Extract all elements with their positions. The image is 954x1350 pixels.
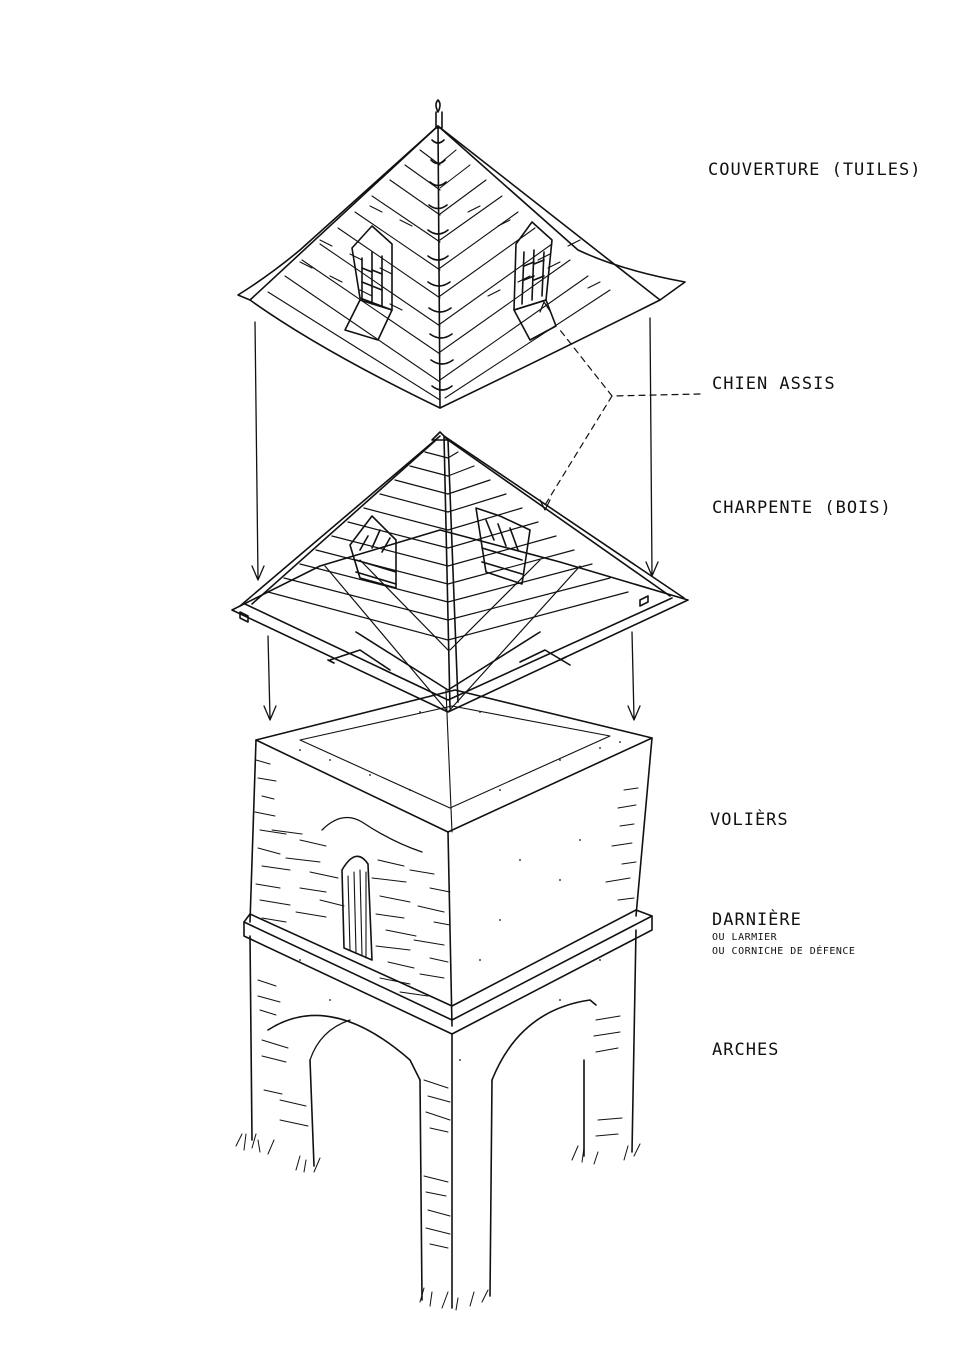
label-chien-assis: CHIEN ASSIS xyxy=(712,374,836,394)
dormer-right xyxy=(514,222,556,340)
label-darniere-sub1: OU LARMIER xyxy=(712,932,778,943)
label-volieres: VOLIÈRS xyxy=(710,810,789,830)
voliere-block xyxy=(250,690,652,1061)
label-couverture: COUVERTURE (TUILES) xyxy=(708,160,922,180)
explode-arrows xyxy=(252,318,658,720)
label-arches: ARCHES xyxy=(712,1040,780,1060)
stone-texture xyxy=(255,760,638,996)
label-charpente: CHARPENTE (BOIS) xyxy=(712,498,892,518)
label-darniere: DARNIÈRE xyxy=(712,910,802,930)
voliere-opening xyxy=(322,818,422,961)
roof-timber-frame xyxy=(232,432,688,712)
dormer-left xyxy=(345,226,392,340)
grass-tufts xyxy=(236,1134,640,1310)
arches-base xyxy=(236,930,640,1310)
render-dots xyxy=(299,711,621,1061)
label-darniere-sub2: OU CORNICHE DE DÉFENCE xyxy=(712,946,856,957)
chien-assis-leaders xyxy=(545,330,700,505)
frame-dormer-right xyxy=(476,508,530,584)
tile-courses xyxy=(268,150,610,400)
roof-covering xyxy=(238,100,685,408)
frame-dormer-left xyxy=(350,516,396,588)
